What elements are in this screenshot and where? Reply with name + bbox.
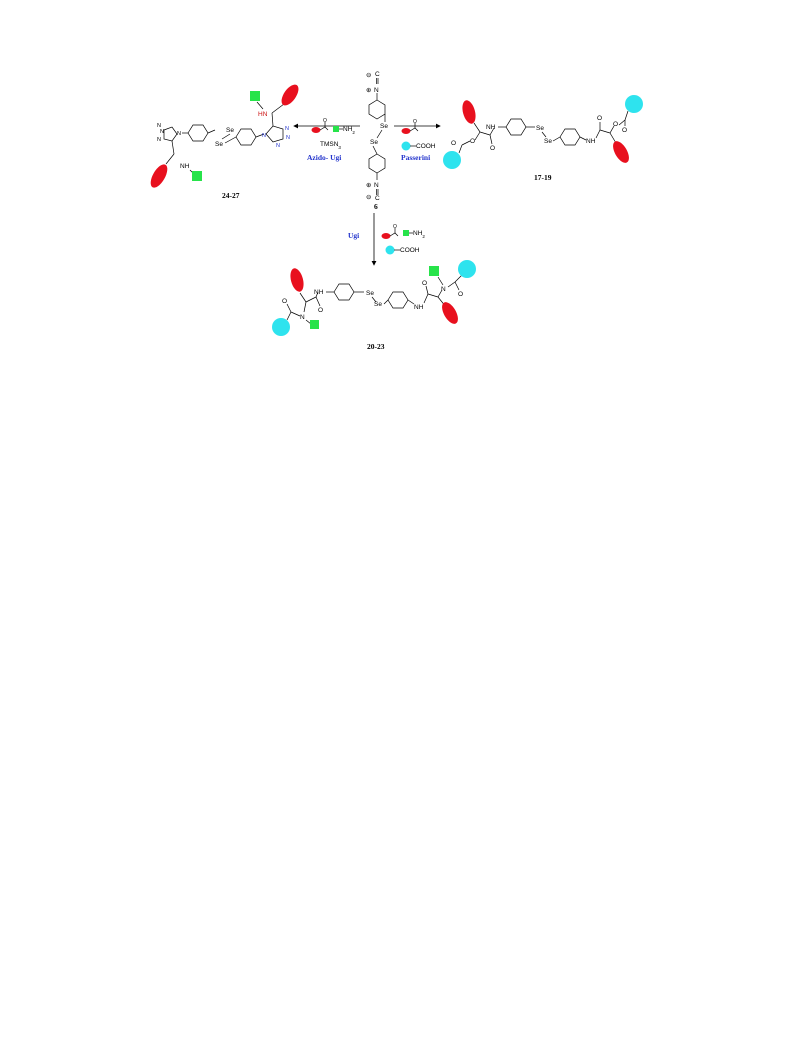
amine-green-square (310, 320, 319, 329)
aldehyde-red-drop (290, 268, 304, 292)
amine-nh2: NH2 (343, 126, 355, 135)
benzene-ring-bottom (368, 153, 386, 174)
isocyanide-carbon-top: C (375, 71, 380, 78)
acid-cyan-circle (272, 318, 290, 336)
tmsn3-reagent: TMSN3 (320, 141, 341, 150)
charge-plus-top: ⊕ (366, 87, 372, 94)
oxygen: O (422, 280, 427, 287)
oxygen: O (282, 298, 287, 305)
ugi-reagents: Ugi O NH2 COOH (348, 224, 425, 255)
benzene-ring (387, 291, 409, 309)
n-atom: N (441, 286, 446, 293)
aldehyde-oxygen: O (323, 118, 327, 124)
oxygen: O (451, 140, 456, 147)
svg-text:N: N (157, 123, 161, 129)
aldehyde-red-drop (442, 302, 458, 324)
aldehyde-red-drop (613, 141, 629, 163)
hn-label: HN (258, 111, 268, 118)
amine-green-square (192, 171, 202, 181)
isocyanide-n-top: N (374, 87, 379, 94)
azido-ugi-label: Azido- Ugi (307, 153, 341, 162)
acid-cooh: COOH (400, 247, 420, 254)
svg-text:N: N (262, 133, 266, 139)
svg-text:N: N (160, 129, 164, 135)
passerini-label: Passerini (401, 153, 430, 162)
tetrazole-ring-left (163, 126, 178, 142)
charge-minus-bottom: ⊖ (366, 194, 372, 201)
acid-cyan-circle (443, 151, 461, 169)
passerini-reagents: O COOH Passerini (401, 119, 436, 162)
benzene-ring (333, 283, 355, 301)
svg-text:N: N (157, 137, 161, 143)
se-atom: Se (215, 141, 223, 148)
azido-ugi-reagents: O NH2 TMSN3 Azido- Ugi (307, 118, 355, 162)
benzene-ring (235, 128, 257, 146)
se-atom-top: Se (380, 123, 388, 130)
aldehyde-red-drop (150, 164, 168, 188)
tetrazole-ring-right (265, 125, 284, 143)
charge-minus-top: ⊖ (366, 72, 372, 79)
svg-text:N: N (276, 143, 280, 149)
benzene-ring (187, 124, 209, 142)
oxygen: O (470, 138, 475, 145)
nh-label: NH (180, 163, 190, 170)
svg-text:N: N (285, 126, 289, 132)
amine-nh2: NH2 (413, 230, 425, 239)
aldehyde-red-drop (311, 127, 321, 133)
aldehyde-red-drop (381, 233, 391, 239)
aldehyde-oxygen: O (413, 119, 417, 125)
reactant-number: 6 (374, 202, 378, 211)
acid-cyan-circle (458, 260, 476, 278)
acid-cyan-circle (625, 95, 643, 113)
benzene-ring (505, 118, 527, 136)
se-atom-bottom: Se (370, 139, 378, 146)
isocyanide-n-bottom: N (374, 182, 379, 189)
oxygen: O (318, 307, 323, 314)
acid-cooh: COOH (416, 143, 436, 150)
product-number: 24-27 (222, 191, 240, 200)
product-17-19: O O O NH Se Se NH O O O 17-19 (443, 95, 643, 182)
reactant-6: ⊖ C N ⊕ Se Se ⊕ N ⊖ C 6 (366, 71, 388, 211)
aldehyde-red-drop (462, 100, 476, 124)
charge-plus-bottom: ⊕ (366, 182, 372, 189)
aldehyde-red-drop (281, 84, 299, 106)
aldehyde-oxygen: O (393, 224, 397, 230)
amine-green-square (333, 126, 339, 132)
se-atom: Se (536, 125, 544, 132)
se-atom: Se (226, 127, 234, 134)
nh-label: NH (486, 124, 496, 131)
se-atom: Se (374, 301, 382, 308)
se-atom: Se (544, 138, 552, 145)
amine-green-square (250, 91, 260, 101)
product-number: 20-23 (367, 342, 385, 351)
ugi-label: Ugi (348, 231, 359, 240)
product-number: 17-19 (534, 173, 552, 182)
product-24-27: N N N N Se Se N N N N HN NH 24-27 (150, 84, 299, 200)
nh-label: NH (314, 289, 324, 296)
oxygen: O (613, 121, 618, 128)
nh-label: NH (414, 304, 424, 311)
oxygen: O (490, 145, 495, 152)
amine-green-square (403, 230, 409, 236)
benzene-ring-top (368, 99, 386, 120)
nh-label: NH (586, 138, 596, 145)
isocyanide-carbon-bottom: C (375, 195, 380, 202)
acid-cyan-circle (385, 245, 395, 255)
benzene-ring (559, 128, 581, 146)
svg-text:N: N (177, 131, 181, 137)
acid-cyan-circle (401, 141, 411, 151)
amine-green-square (429, 266, 439, 276)
svg-text:N: N (286, 135, 290, 141)
oxygen: O (622, 127, 627, 134)
aldehyde-red-drop (401, 128, 411, 134)
product-20-23: O N O NH Se Se NH O N O (272, 260, 476, 351)
oxygen: O (458, 291, 463, 298)
se-atom: Se (366, 290, 374, 297)
oxygen: O (597, 115, 602, 122)
n-atom: N (300, 314, 305, 321)
